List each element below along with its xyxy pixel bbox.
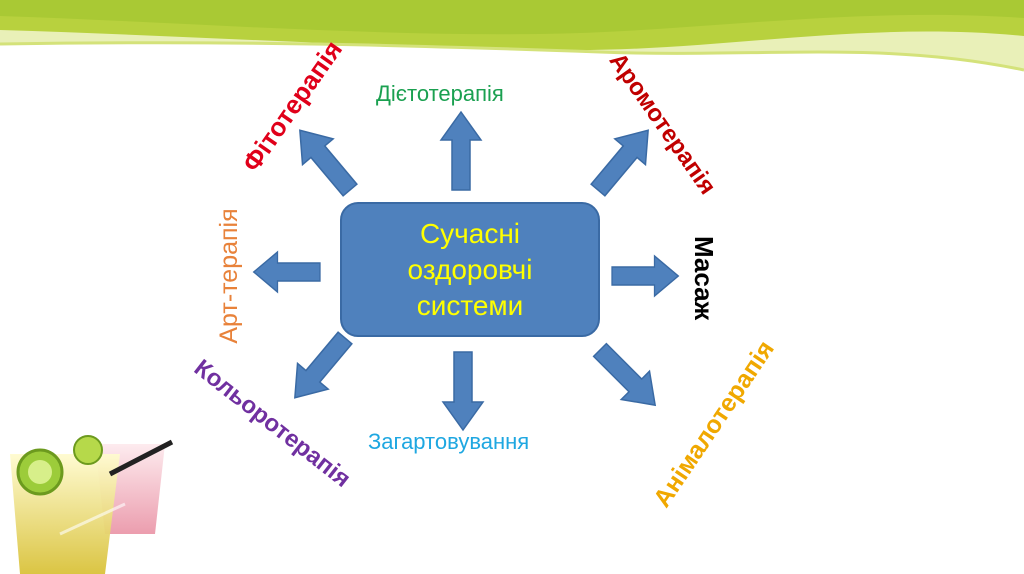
label-masazh: Масаж bbox=[689, 235, 719, 321]
arrow-to-animaloterapiia bbox=[585, 335, 671, 421]
center-line-2: оздоровчі bbox=[407, 253, 533, 285]
cocktail-glasses-illustration bbox=[10, 435, 174, 574]
center-line-1: Сучасні bbox=[419, 217, 521, 249]
central-concept-box: Сучасні оздоровчі системи bbox=[340, 202, 600, 337]
label-art-terapiia: Арт-терапія bbox=[215, 208, 243, 344]
center-line-3: системи bbox=[416, 289, 524, 321]
label-zahartovuvannia: Загартовування bbox=[368, 429, 530, 454]
arrow-to-fitoterapiia bbox=[283, 116, 367, 204]
central-concept-text: Сучасні оздоровчі системи bbox=[408, 216, 533, 324]
arrow-to-dietoterapiia bbox=[440, 111, 482, 191]
arrow-to-masazh bbox=[611, 255, 680, 297]
arrow-to-zahartovuvannia bbox=[442, 351, 484, 431]
top-wave-banner bbox=[0, 0, 1024, 72]
arrow-to-art-terapiia bbox=[252, 251, 321, 293]
arrow-to-koloroterapiia bbox=[278, 324, 362, 412]
label-dietoterapiia: Дієтотерапія bbox=[376, 81, 504, 106]
